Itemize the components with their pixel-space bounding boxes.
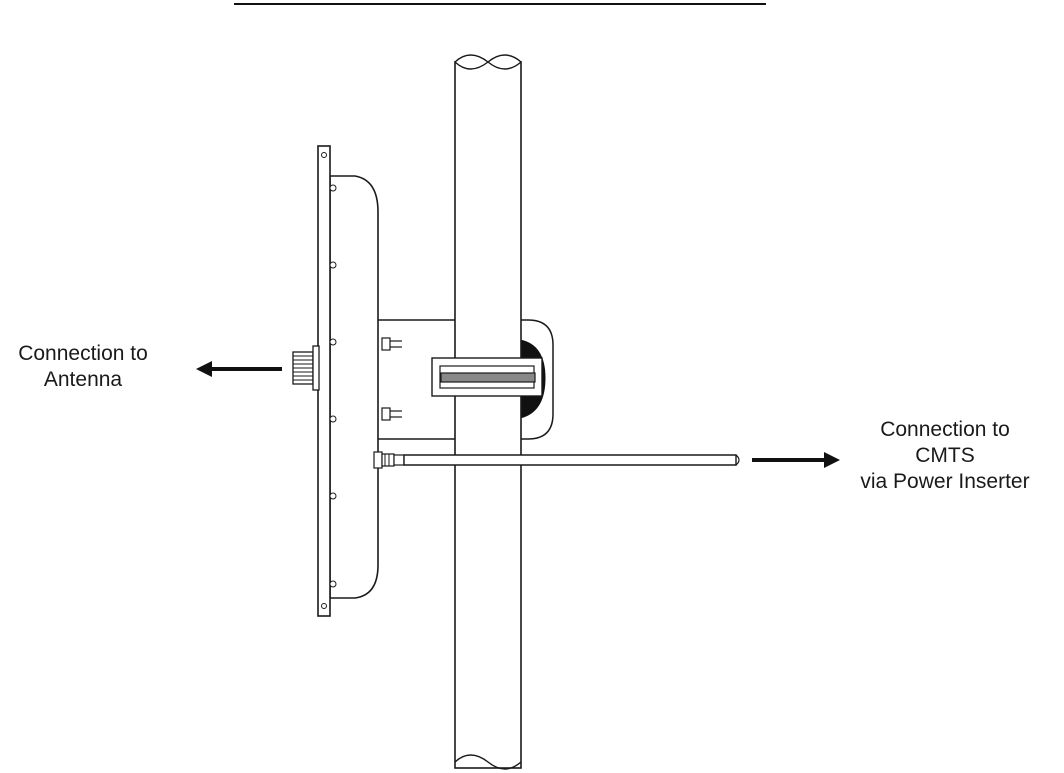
coax-cable	[404, 455, 739, 465]
radio-front-plate	[318, 146, 330, 616]
antenna-label-line2: Antenna	[0, 367, 166, 393]
cmts-label-line3: via Power Inserter	[826, 469, 1064, 495]
antenna-connector	[293, 346, 319, 390]
cmts-connection-label: Connection to CMTS via Power Inserter	[826, 417, 1064, 495]
antenna-label-line1: Connection to	[0, 341, 166, 367]
u-bolt-clamp	[432, 358, 542, 396]
mounting-pole	[455, 55, 521, 769]
arrow-left-icon	[196, 361, 282, 377]
cmts-label-line2: CMTS	[826, 443, 1064, 469]
radio-housing	[330, 176, 378, 598]
antenna-connection-label: Connection to Antenna	[0, 341, 166, 393]
cable-fitting	[374, 452, 404, 468]
cmts-label-line1: Connection to	[826, 417, 1064, 443]
